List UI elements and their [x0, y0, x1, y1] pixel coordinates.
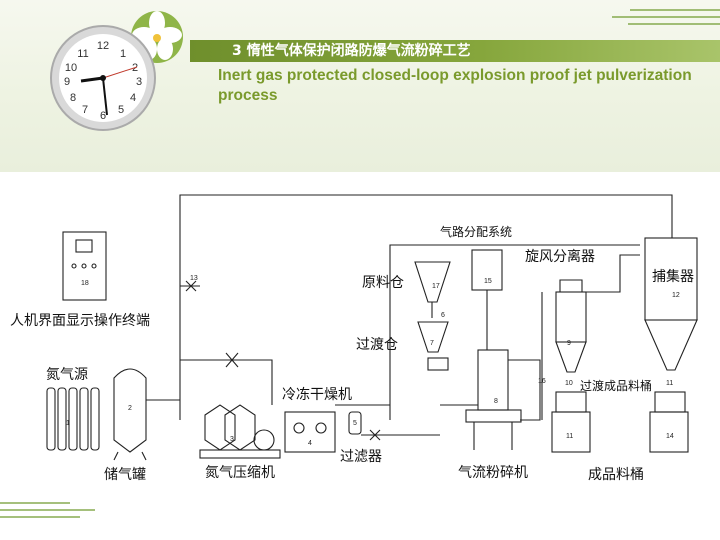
- product-drum-right: [649, 411, 689, 453]
- label-hmi: 人机界面显示操作终端: [10, 313, 150, 329]
- equipment-number: 15: [484, 278, 492, 285]
- product-drum-left: [551, 411, 591, 453]
- transition-drum-left: [555, 391, 587, 413]
- clock-numeral: 8: [70, 92, 76, 104]
- gas-distribution-pipe: [389, 244, 640, 420]
- clock-numeral: 7: [82, 104, 88, 116]
- slide-title-cn: 3 惰性气体保护闭路防爆气流粉碎工艺: [232, 43, 471, 59]
- clock-numeral: 12: [97, 40, 109, 52]
- hmi-terminal: [62, 231, 107, 301]
- equipment-number: 16: [538, 378, 546, 385]
- clock-numeral: 4: [130, 92, 136, 104]
- clock-numeral: 1: [120, 48, 126, 60]
- label-compressor: 氮气压缩机: [205, 465, 275, 481]
- equipment-number: 11: [566, 433, 574, 440]
- label-cyclone: 旋风分离器: [525, 249, 595, 265]
- clock-illustration: 11 12 1 10 2 9 3 8 4 7 6 5: [50, 11, 183, 131]
- equipment-number: 7: [430, 340, 434, 347]
- clock-numeral: 6: [100, 110, 106, 122]
- nitrogen-compressor: [199, 404, 281, 459]
- equipment-number: 13: [190, 275, 198, 282]
- raw-material-bin: [414, 261, 451, 303]
- equipment-number: 1: [66, 420, 70, 427]
- label-transition-bin: 过渡仓: [356, 337, 398, 353]
- label-dust-collector: 捕集器: [652, 269, 694, 285]
- label-storage-tank: 储气罐: [104, 467, 146, 483]
- process-diagram: [46, 194, 698, 461]
- storage-tank: [113, 368, 147, 453]
- label-product-drum: 成品料桶: [588, 467, 644, 483]
- equipment-number: 8: [494, 398, 498, 405]
- clock-numeral: 5: [118, 104, 124, 116]
- label-gas-distribution: 气路分配系统: [440, 225, 513, 239]
- equipment-number: 4: [308, 440, 312, 447]
- clock-numeral: 11: [77, 48, 88, 60]
- label-filter: 过滤器: [340, 449, 382, 465]
- label-nitrogen-source: 氮气源: [46, 367, 88, 383]
- equipment-number: 11: [666, 380, 674, 387]
- equipment-number: 9: [567, 340, 571, 347]
- freeze-dryer: [284, 411, 336, 453]
- equipment-number: 17: [432, 283, 440, 290]
- equipment-number: 2: [128, 405, 132, 412]
- slide-title-en: Inert gas protected closed-loop explosio…: [218, 67, 692, 104]
- label-raw-bin: 原料仓: [362, 275, 404, 291]
- return-pipe: [179, 194, 673, 420]
- label-jet-mill: 气流粉碎机: [458, 465, 528, 481]
- transition-bin: [417, 321, 449, 353]
- clock-numeral: 9: [64, 76, 70, 88]
- equipment-number: 14: [666, 433, 674, 440]
- transition-drum-right: [654, 391, 686, 413]
- equipment-number: 3: [230, 436, 234, 443]
- equipment-number: 6: [441, 312, 445, 319]
- title-bar: [190, 40, 720, 62]
- equipment-number: 12: [672, 292, 680, 299]
- clock-numeral: 3: [136, 76, 142, 88]
- equipment-number: 5: [353, 420, 357, 427]
- label-transition-drum: 过渡成品料桶: [580, 379, 653, 393]
- dust-collector: [644, 237, 698, 371]
- nitrogen-cylinders: [46, 387, 100, 451]
- filter: [348, 411, 362, 435]
- clock-numeral: 10: [65, 62, 77, 74]
- cyclone-separator: [541, 279, 587, 420]
- jet-mill: [465, 349, 522, 450]
- label-freeze-dryer: 冷冻干燥机: [282, 387, 352, 403]
- equipment-number: 10: [565, 380, 573, 387]
- equipment-number: 18: [81, 280, 89, 287]
